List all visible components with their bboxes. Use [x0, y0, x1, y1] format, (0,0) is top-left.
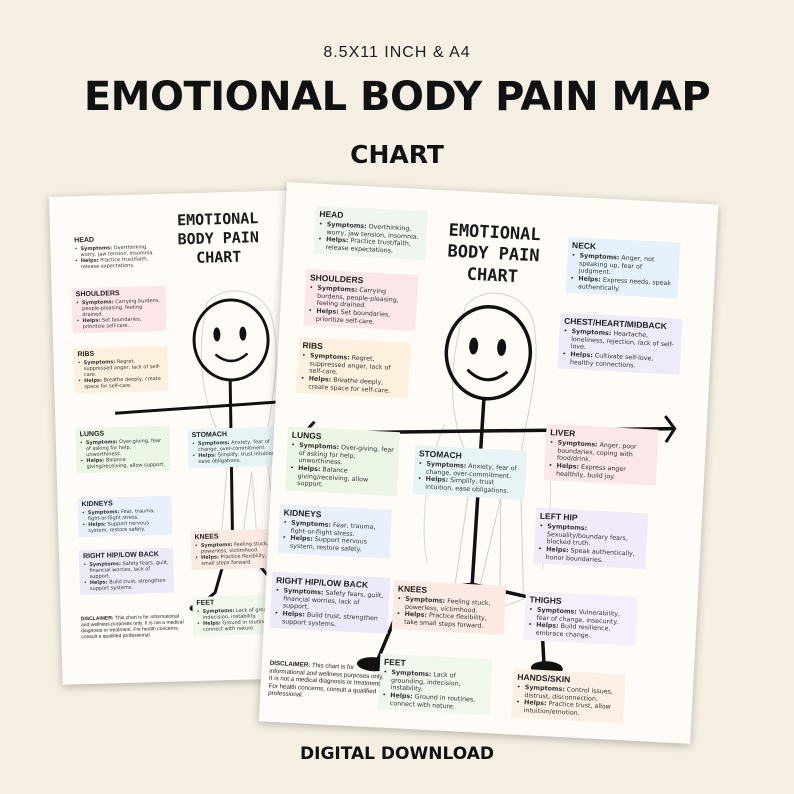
page-subtitle: CHART — [350, 140, 444, 169]
kidneys-helps: Helps: Support nervous system, restore s… — [82, 520, 168, 535]
header-size-label: 8.5X11 INCH & A4 — [323, 44, 471, 61]
ribs-box: RIBS Symptoms: Regret, suppressed anger,… — [73, 345, 169, 394]
right-hip-title: RIGHT HIP/LOW BACK — [82, 551, 159, 561]
chart-title-line: EMOTIONAL — [176, 209, 259, 230]
neck-box: NECK Symptoms: Anger, not speaking up, f… — [565, 236, 681, 299]
kidneys-box: KIDNEYS Symptoms: Fear, trauma, fight-or… — [77, 495, 173, 538]
knees-box: KNEES Symptoms: Feeling stuck, powerless… — [391, 580, 507, 635]
page-title: EMOTIONAL BODY PAIN MAP — [83, 74, 711, 120]
kidneys-box: KIDNEYS Symptoms: Fear, trauma, fight-or… — [277, 504, 392, 559]
lungs-symptoms: Symptoms: Over-giving, fear of asking fo… — [80, 438, 166, 459]
disclaimer-text: This chart is for informational and well… — [268, 661, 384, 699]
left-hip-symptoms-text: Sexuality/boundary fears, blocked truth. — [546, 530, 628, 548]
liver-box: LIVER Symptoms: Anger, poor boundaries, … — [543, 423, 659, 487]
shoulders-box: SHOULDERS Symptoms: Carrying burdens, pe… — [303, 269, 419, 332]
right-hip-symptoms: Symptoms: Safety fears, guilt, financial… — [83, 560, 169, 581]
lungs-box: LUNGS Symptoms: Over-giving, fear of ask… — [75, 425, 171, 474]
head-helps: Helps: Practice trust/faith, release exp… — [75, 256, 161, 271]
shoulders-box: SHOULDERS Symptoms: Carrying burdens, pe… — [71, 285, 167, 334]
feet-box: FEET Symptoms: Lack of grounding, indeci… — [377, 653, 493, 716]
stomach-helps: Helps: Simplify, trust intuition, ease o… — [192, 451, 278, 466]
stomach-box: STOMACH Symptoms: Anxiety, fear of chang… — [187, 426, 283, 469]
disclaimer: DISCLAIMER: This chart is for informatio… — [268, 660, 388, 704]
head-box: HEAD Symptoms: Overthinking, worry, jaw … — [70, 232, 165, 274]
lungs-title: LUNGS — [79, 430, 105, 439]
chest-box: CHEST/HEART/MIDBACK Symptoms: Heartache,… — [557, 312, 683, 376]
shoulders-symptoms: Symptoms: Carrying burdens, people-pleas… — [76, 298, 162, 319]
ribs-helps: Helps: Breathe deeply, create space for … — [78, 376, 164, 391]
chart-sheet-front: EMOTIONAL BODY PAIN CHART HEAD Symptoms:… — [258, 182, 719, 744]
ribs-box: RIBS Symptoms: Regret, suppressed anger,… — [295, 336, 411, 399]
stomach-box: STOMACH Symptoms: Anxiety, fear of chang… — [412, 445, 528, 500]
lungs-helps: Helps: Balance giving/receiving, allow s… — [80, 456, 166, 471]
ribs-title: RIBS — [77, 350, 95, 359]
right-hip-box: RIGHT HIP/LOW BACK Symptoms: Safety fear… — [269, 571, 391, 635]
ribs-symptoms: Symptoms: Regret, suppressed anger, lack… — [78, 358, 164, 379]
head-title: HEAD — [74, 236, 95, 245]
stomach-title: STOMACH — [191, 431, 228, 440]
head-box: HEAD Symptoms: Overthinking, worry, jaw … — [313, 205, 428, 261]
chart-title-line: BODY PAIN — [177, 227, 260, 249]
chart-title: EMOTIONAL BODY PAIN CHART — [167, 209, 269, 268]
thighs-box: THIGHS Symptoms: Vulnerability, fear of … — [523, 591, 638, 646]
footer-label: DIGITAL DOWNLOAD — [300, 744, 494, 764]
kidneys-title: KIDNEYS — [81, 500, 113, 509]
lungs-box: LUNGS Symptoms: Over-giving, fear of ask… — [284, 426, 401, 497]
right-hip-box: RIGHT HIP/LOW BACK Symptoms: Safety fear… — [78, 547, 175, 596]
lungs-helps: Helps: Balance giving/receiving, allow s… — [289, 465, 394, 493]
shoulders-helps: Helps: Set boundaries, prioritize self-c… — [76, 316, 162, 331]
left-hip-box: LEFT HIP Symptoms: Sexuality/boundary fe… — [533, 507, 649, 570]
hands-box: HANDS/SKIN Symptoms: Control issues, dis… — [511, 668, 626, 724]
disclaimer: DISCLAIMER: This chart is for informatio… — [81, 613, 186, 641]
shoulders-title: SHOULDERS — [75, 290, 120, 299]
right-hip-helps: Helps: Build trust, strengthen support s… — [84, 578, 170, 593]
